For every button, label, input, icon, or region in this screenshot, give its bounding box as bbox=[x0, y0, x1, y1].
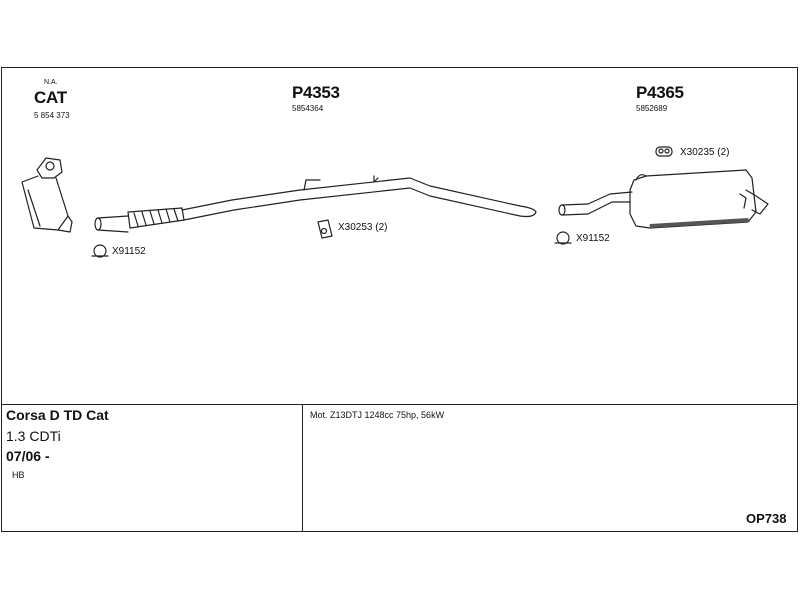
muffler-label: P4365 bbox=[636, 83, 684, 102]
muffler-part-number: 5852689 bbox=[636, 104, 668, 113]
mid-hanger-label: X30253 (2) bbox=[338, 222, 388, 233]
rear-hanger-drawing bbox=[655, 146, 673, 157]
catalytic-converter-drawing bbox=[21, 157, 73, 233]
rear-clamp-label: X91152 bbox=[576, 233, 610, 244]
front-clamp-label: X91152 bbox=[112, 246, 146, 257]
vehicle-body: HB bbox=[12, 470, 25, 480]
diagram-code: OP738 bbox=[746, 511, 787, 526]
pipe-label: P4353 bbox=[292, 83, 340, 102]
front-pipe-drawing bbox=[94, 175, 537, 233]
rear-clamp-drawing bbox=[554, 231, 572, 245]
diagram-frame bbox=[1, 67, 798, 532]
vehicle-engine: 1.3 CDTi bbox=[6, 428, 61, 444]
muffler-shading bbox=[650, 218, 750, 228]
vehicle-date: 07/06 - bbox=[6, 448, 50, 464]
cat-note: N.A. bbox=[44, 79, 58, 86]
pipe-part-number: 5854364 bbox=[292, 104, 324, 113]
info-divider bbox=[2, 404, 797, 405]
mid-hanger-drawing bbox=[317, 219, 333, 239]
engine-detail: Mot. Z13DTJ 1248cc 75hp, 56kW bbox=[310, 410, 445, 420]
info-column-divider bbox=[302, 404, 303, 532]
vehicle-model: Corsa D TD Cat bbox=[6, 407, 109, 423]
cat-part-number: 5 854 373 bbox=[34, 111, 70, 120]
rear-hanger-label: X30235 (2) bbox=[680, 147, 730, 158]
cat-label: CAT bbox=[34, 88, 67, 107]
front-clamp-drawing bbox=[91, 244, 109, 258]
